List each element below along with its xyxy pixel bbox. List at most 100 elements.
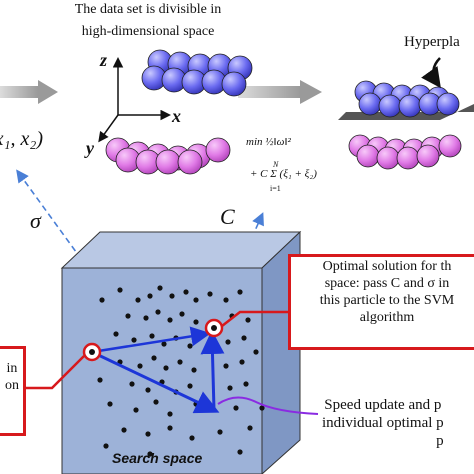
particle [147, 293, 153, 299]
blue-sphere-cluster-right [354, 80, 460, 118]
pink-sphere [177, 149, 203, 175]
optimal-solution-line3: this particle to the SVM [319, 293, 455, 308]
particle [113, 331, 119, 337]
pink-sphere [205, 137, 231, 163]
pink-sphere [155, 149, 181, 175]
particle-info-box [0, 346, 26, 436]
pink-sphere [438, 134, 462, 158]
search-space-label: Search space [112, 450, 203, 466]
axis-y-label: y [86, 138, 94, 158]
velocity-arrow-diagonal [91, 326, 211, 354]
particle [167, 425, 173, 431]
particle [137, 363, 143, 369]
speed-update-label: Speed update and p individual optimal p … [322, 396, 444, 450]
speed-update-line2: individual optimal p [322, 415, 444, 431]
particle [227, 385, 233, 391]
particle [145, 387, 151, 393]
optimal-solution-line4: algorithm [359, 310, 415, 325]
pink-sphere [356, 144, 380, 168]
speed-update-line3: p [436, 433, 444, 449]
particle [153, 399, 159, 405]
particle-info-text: in on [0, 360, 24, 394]
particle [237, 449, 243, 455]
particle [253, 349, 259, 355]
svm-objective-formula-line2: + C Σ (ξ₁ + ξ₂) [250, 168, 317, 180]
particle [125, 313, 131, 319]
particle [191, 367, 197, 373]
particle [121, 427, 127, 433]
pink-sphere [416, 144, 440, 168]
particle [223, 297, 229, 303]
red-connector-left [22, 355, 85, 390]
hyperplane-label: Hyperpla [404, 34, 460, 50]
particle-info-line1: in [6, 361, 18, 376]
top-caption-line2: high-dimensional space [81, 24, 215, 39]
blue-sphere-cluster-left [141, 49, 253, 97]
velocity-arrow-vertical [200, 330, 225, 411]
speed-update-connector [217, 396, 319, 415]
blue-sphere [358, 92, 382, 116]
particle [161, 341, 167, 347]
pink-sphere-cluster-right [348, 134, 462, 170]
particle [149, 333, 155, 339]
red-connector-right [221, 310, 290, 327]
pink-sphere [376, 146, 400, 170]
particle [179, 311, 185, 317]
C-parameter-label: C [220, 204, 235, 229]
particle [103, 443, 109, 449]
particle [223, 363, 229, 369]
particle [207, 291, 213, 297]
particle [129, 381, 135, 387]
pink-sphere [396, 146, 420, 170]
particle [167, 411, 173, 417]
particle [131, 337, 137, 343]
process-arrow-right [238, 80, 322, 104]
particle [187, 383, 193, 389]
particle [133, 407, 139, 413]
particle [163, 365, 169, 371]
particle [233, 405, 239, 411]
input-vector-label: (x₁, x₂) [0, 128, 43, 150]
particle [245, 317, 251, 323]
blue-sphere [398, 94, 422, 118]
particle [97, 377, 103, 383]
particle [247, 425, 253, 431]
particle-info-line2: on [5, 378, 19, 393]
3d-axes [98, 57, 171, 143]
particle [157, 285, 163, 291]
particle [217, 429, 223, 435]
sigma-parameter-label: σ [30, 208, 41, 233]
particle [243, 381, 249, 387]
particle [193, 319, 199, 325]
blue-sphere [378, 94, 402, 118]
particle [151, 355, 157, 361]
svm-objective-sum-top: N [273, 160, 279, 169]
particle [155, 309, 161, 315]
optimal-solution-line2: space: pass C and σ in [324, 276, 450, 291]
blue-sphere [221, 71, 247, 97]
particle [135, 297, 141, 303]
particle [239, 359, 245, 365]
optimal-solution-box [288, 254, 474, 350]
particle [117, 287, 123, 293]
pink-sphere-cluster-left [105, 137, 231, 175]
particle [147, 451, 153, 457]
particle [177, 359, 183, 365]
top-caption-line1: The data set is divisible in [74, 2, 222, 17]
particle [189, 435, 195, 441]
svm-objective-formula-line1: min ½‖ω‖² [246, 136, 291, 148]
particle [187, 343, 193, 349]
particle [183, 289, 189, 295]
particle [169, 293, 175, 299]
particle [193, 297, 199, 303]
blue-sphere [436, 92, 460, 116]
particle [143, 315, 149, 321]
svm-objective-sum-bottom: i=1 [270, 184, 281, 193]
axis-z-label: z [100, 50, 108, 70]
particle [167, 317, 173, 323]
speed-update-line1: Speed update and p [324, 397, 442, 413]
particle [225, 339, 231, 345]
optimal-solution-line1: Optimal solution for th [322, 259, 452, 274]
particle [107, 401, 113, 407]
